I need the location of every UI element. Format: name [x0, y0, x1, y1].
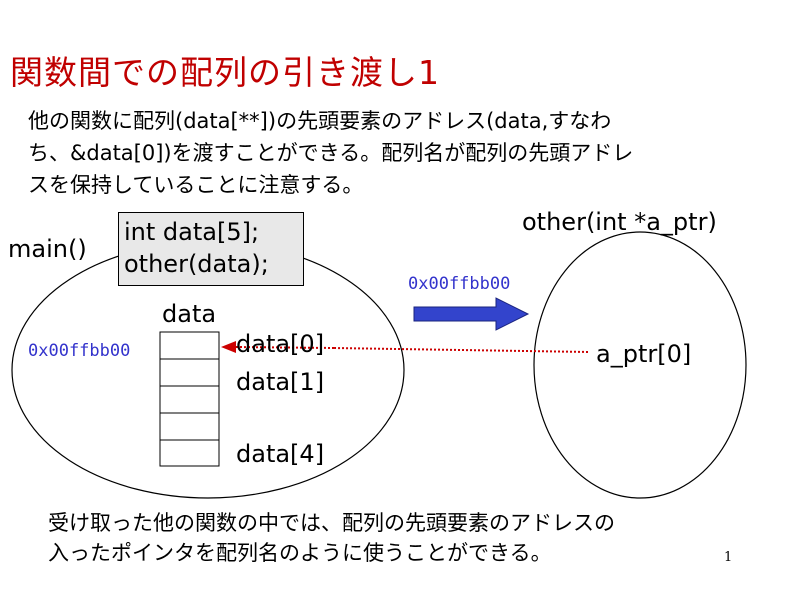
pointer-label: a_ptr[0]: [596, 340, 692, 368]
array-cell-4: [159, 439, 220, 467]
array-cell-0: [159, 331, 220, 360]
intro-line-2: ち、&data[0])を渡すことができる。配列名が配列の先頭アドレ: [28, 141, 634, 165]
array-name-label: data: [162, 300, 217, 328]
element-label-1: data[1]: [236, 368, 325, 396]
passed-value-label: 0x00ffbb00: [408, 274, 511, 294]
array-cell-2: [159, 385, 220, 414]
pointer-dotted-line-segment: [235, 346, 335, 349]
element-label-0: data[0]: [236, 330, 325, 358]
pointer-dotted-line: [333, 347, 589, 353]
outro-line-1: 受け取った他の関数の中では、配列の先頭要素のアドレスの: [48, 511, 615, 535]
array-cell-3: [159, 412, 220, 441]
other-function-label: other(int *a_ptr): [522, 208, 717, 236]
page-number: 1: [724, 550, 733, 565]
other-function-ellipse: [533, 231, 747, 499]
array-address-label: 0x00ffbb00: [28, 341, 131, 361]
pointer-arrowhead: [221, 341, 236, 353]
slide-title: 関数間での配列の引き渡し1: [10, 53, 440, 92]
code-box: [118, 212, 304, 286]
intro-line-1: 他の関数に配列(data[**])の先頭要素のアドレス(data,すなわ: [28, 109, 612, 133]
pass-argument-arrow: [413, 297, 530, 331]
code-line-2: other(data);: [124, 250, 269, 278]
outro-line-2: 入ったポインタを配列名のように使うことができる。: [48, 541, 552, 565]
array-cell-1: [159, 358, 220, 387]
code-line-1: int data[5];: [124, 218, 260, 246]
array-cells: [159, 331, 220, 467]
intro-line-3: スを保持していることに注意する。: [28, 173, 364, 197]
element-label-4: data[4]: [236, 440, 325, 468]
main-function-label: main(): [8, 235, 87, 263]
